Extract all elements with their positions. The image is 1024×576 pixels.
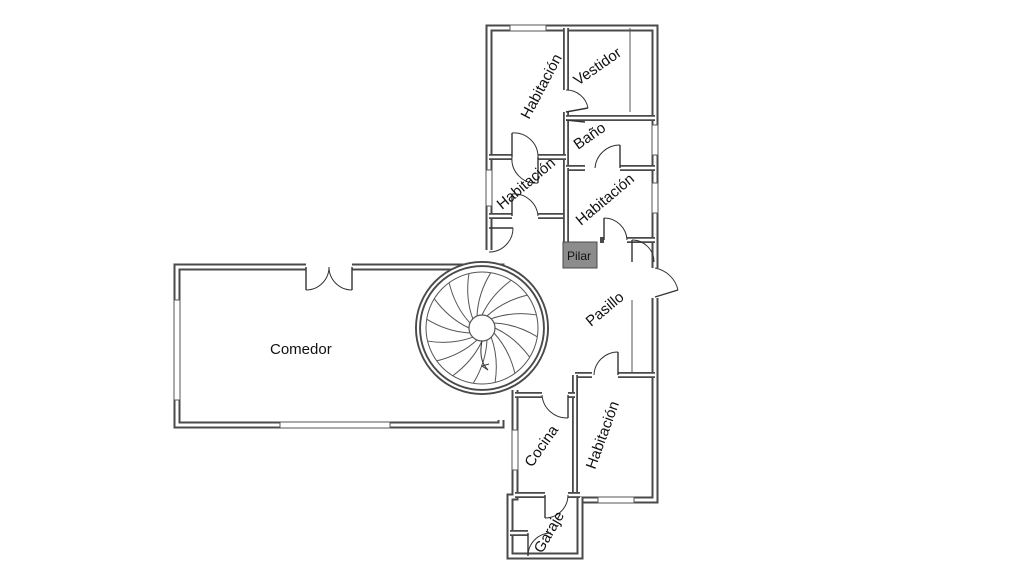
- room-label-habitacion-bottom: Habitación: [583, 399, 623, 471]
- room-label-pasillo: Pasillo: [583, 289, 628, 330]
- stair-step: [486, 294, 528, 317]
- stair-step: [467, 273, 474, 319]
- windows: [173, 24, 659, 504]
- stair-step: [494, 327, 531, 358]
- room-label-cocina: Cocina: [521, 422, 562, 471]
- pillar: Pilar: [562, 241, 598, 269]
- stair-step: [427, 336, 473, 343]
- stair-step: [493, 322, 538, 338]
- room-label-vestidor: Vestidor: [571, 44, 625, 89]
- interior-walls: [489, 28, 655, 536]
- room-label-bano: Baño: [571, 119, 609, 153]
- stair-step: [436, 339, 478, 362]
- doors: [305, 89, 679, 557]
- stair-step: [433, 298, 470, 329]
- stair-step: [426, 318, 471, 334]
- room-label-comedor: Comedor: [270, 341, 332, 358]
- spiral-staircase: [415, 261, 549, 395]
- room-label-habitacion-top: Habitación: [518, 51, 566, 122]
- room-label-garaje: Garaje: [531, 509, 568, 556]
- room-label-pilar: Pilar: [567, 249, 591, 263]
- stair-step: [481, 279, 512, 316]
- stair-step: [448, 282, 471, 324]
- stair-step: [452, 340, 483, 377]
- stair-step: [493, 332, 516, 374]
- room-label-habitacion-mid: Habitación: [573, 170, 638, 229]
- room-label-habitacion-small: Habitación: [494, 154, 559, 213]
- stair-step: [491, 313, 537, 320]
- stair-step: [476, 272, 492, 317]
- exterior-walls: [173, 24, 659, 560]
- stair-step: [490, 337, 497, 383]
